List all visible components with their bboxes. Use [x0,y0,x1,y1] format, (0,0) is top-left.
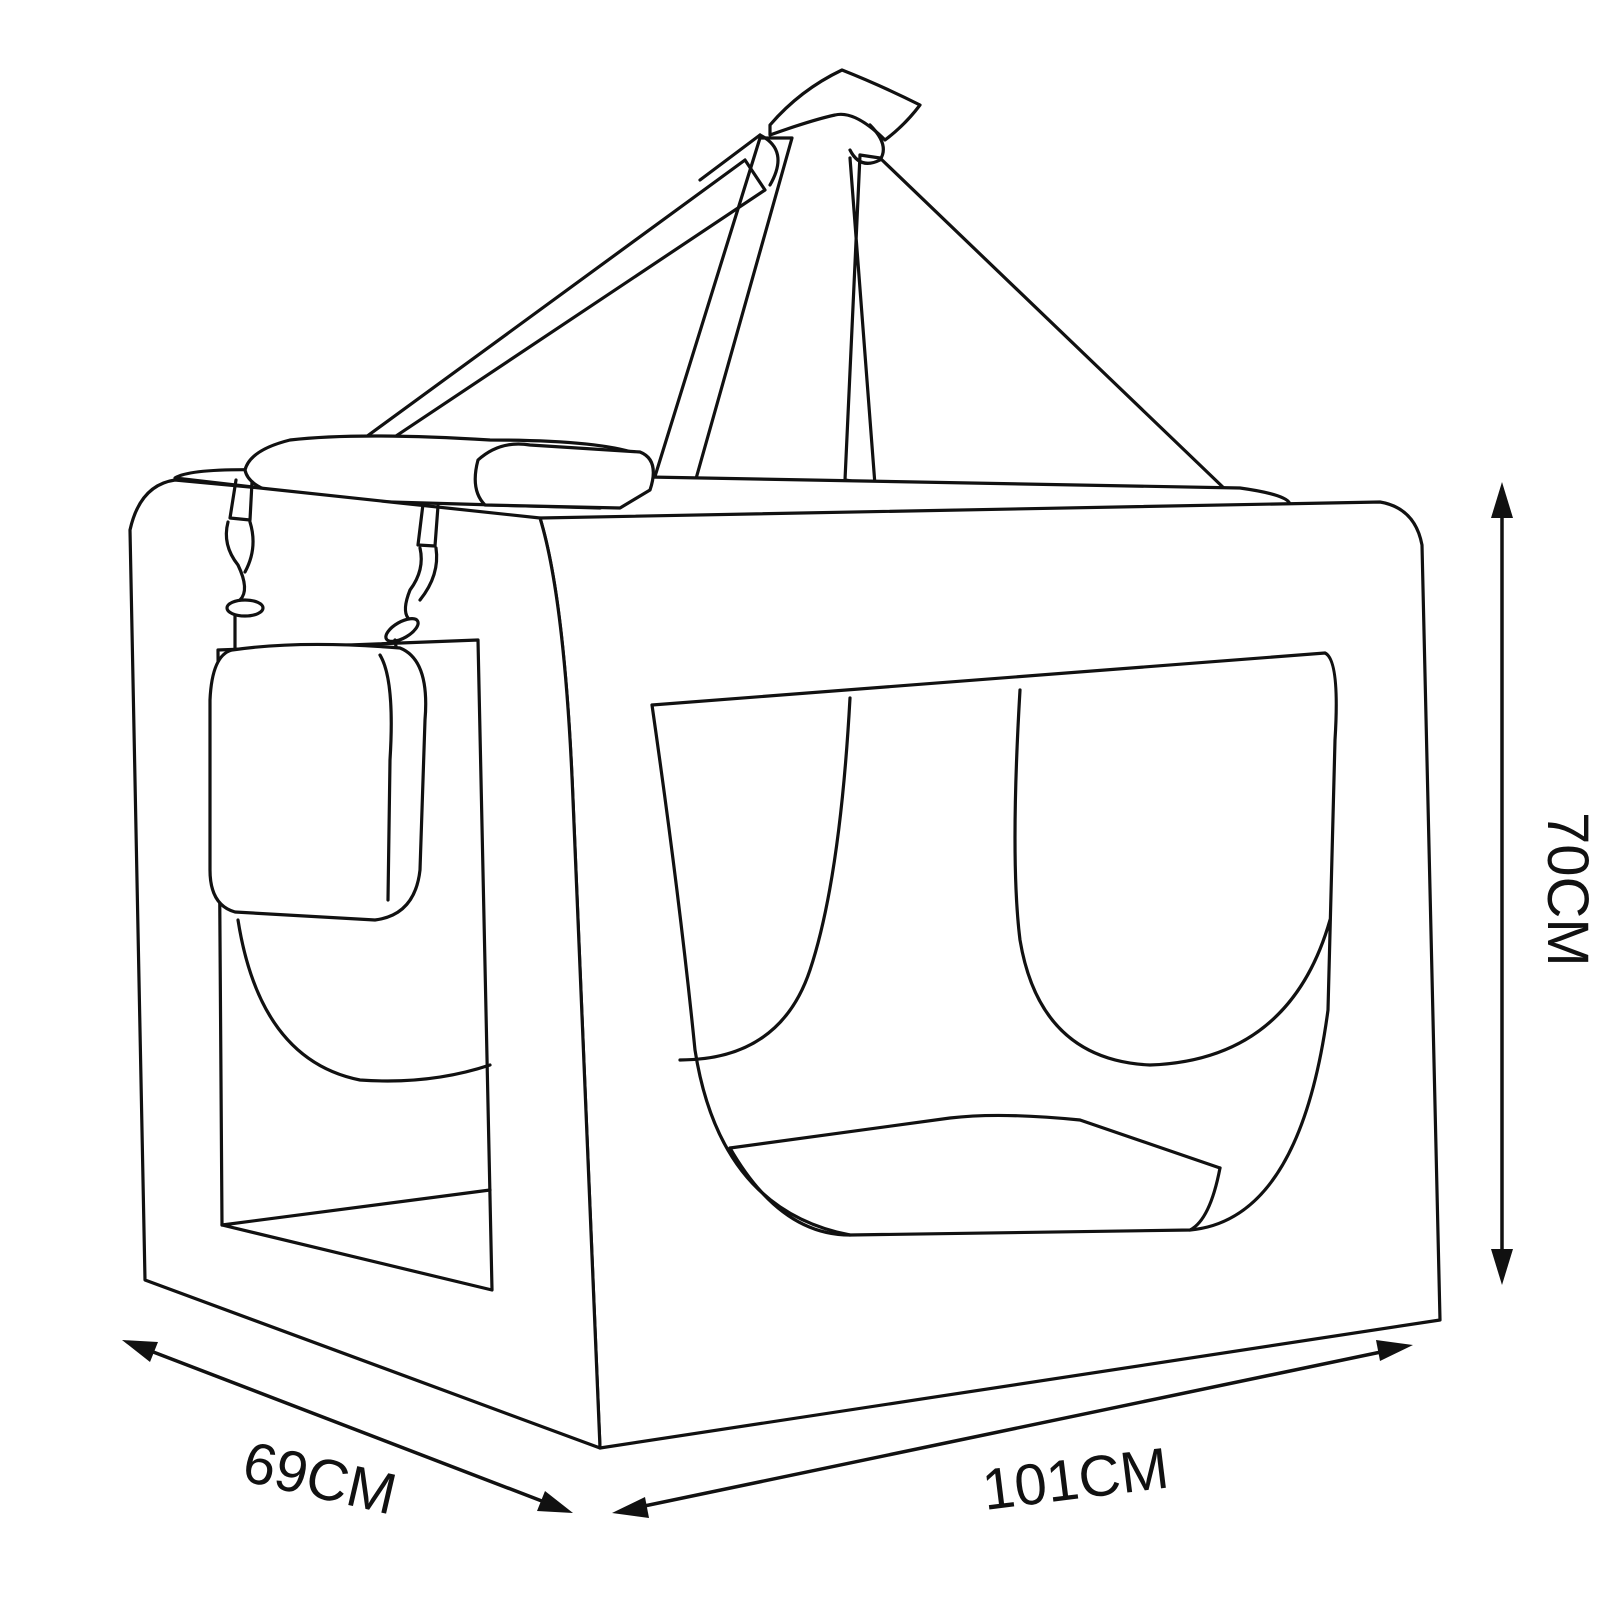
dimension-lines [122,482,1513,1518]
depth-label: 69CM [237,1429,402,1527]
height-label: 70CM [1535,812,1600,967]
side-pouch [208,478,440,922]
height-dimension-arrow [1491,482,1513,1285]
lid-pad-front [473,442,655,510]
width-dimension-arrow [612,1340,1413,1518]
front-mesh-window [650,651,1338,1237]
width-label: 101CM [979,1436,1173,1523]
pet-carrier-drawing [128,68,1442,1450]
depth-dimension-arrow [122,1340,573,1513]
